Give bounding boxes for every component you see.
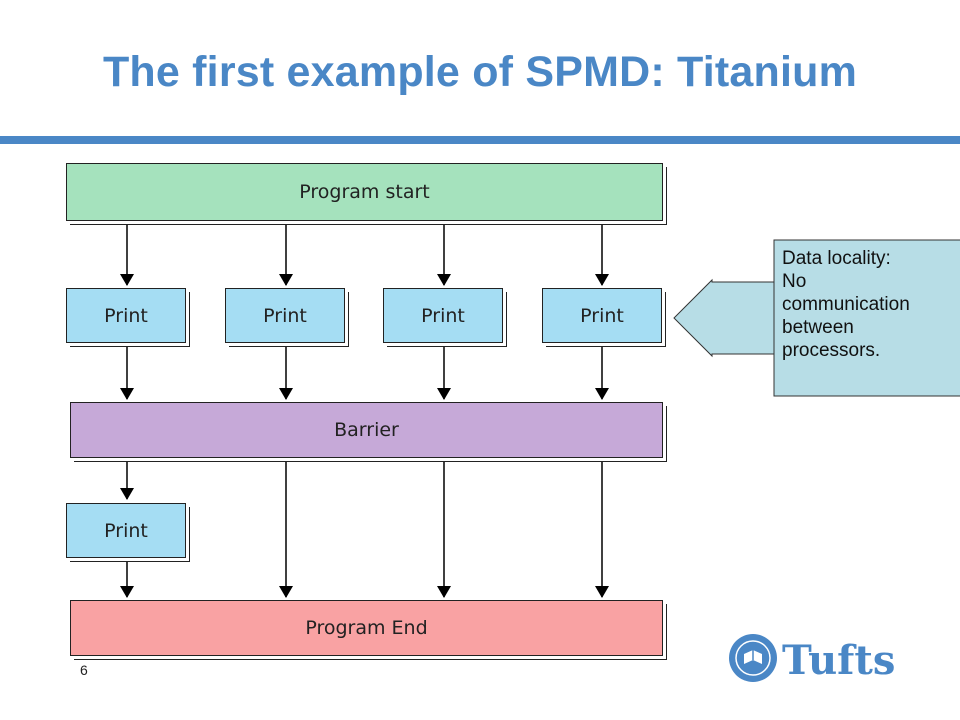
title-divider	[0, 136, 960, 144]
callout-line: No	[782, 271, 807, 292]
callout-line: Data locality:	[782, 248, 891, 269]
print-box-4: Print	[542, 288, 662, 343]
print-box-1: Print	[66, 288, 186, 343]
print-box-after-barrier: Print	[66, 503, 186, 558]
callout-block-arrow	[673, 278, 775, 358]
barrier-box: Barrier	[70, 402, 663, 458]
callout-line: between	[782, 317, 854, 338]
slide-title: The first example of SPMD: Titanium	[102, 48, 858, 96]
print-box-3: Print	[383, 288, 503, 343]
callout-box	[773, 239, 960, 397]
callout-text: Data locality: No communication between …	[774, 240, 960, 396]
tufts-logo: Tufts	[729, 634, 895, 684]
page-number: 6	[80, 662, 88, 678]
tufts-wordmark: Tufts	[782, 637, 895, 684]
tufts-seal-icon	[729, 634, 777, 682]
program-start-box: Program start	[66, 163, 663, 221]
callout-line: communication	[782, 294, 910, 315]
program-end-box: Program End	[70, 600, 663, 656]
print-box-2: Print	[225, 288, 345, 343]
callout-line: processors.	[782, 340, 881, 361]
